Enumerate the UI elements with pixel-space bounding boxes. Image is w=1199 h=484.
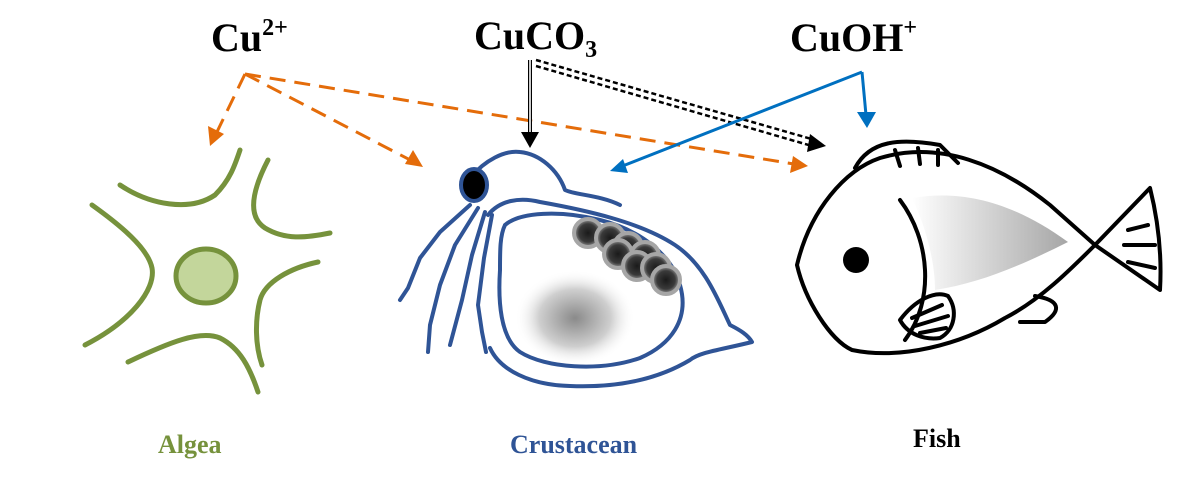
fish-pectoral-fin-ray	[910, 303, 944, 320]
cu-uptake-arrows	[213, 72, 801, 167]
cuco3-subscript: 3	[585, 37, 598, 63]
fish-pelvic-fin	[1018, 294, 1058, 324]
algae-cell-illustration	[82, 147, 333, 395]
cu-to-algae-arrow	[213, 73, 247, 137]
algae-nucleus	[173, 246, 239, 306]
cuco3-arrowhead-crustacean	[521, 132, 539, 148]
cuco3-uptake-arrows	[528, 58, 816, 148]
crustacean-head	[468, 149, 622, 207]
crustacean-antenna-2	[426, 206, 480, 354]
cuoh-base: CuOH	[790, 15, 904, 60]
cuoh-ion-label: CuOH+	[790, 16, 917, 58]
fish-body	[795, 150, 1097, 356]
cu-arrowhead-crustacean	[405, 150, 423, 167]
crustacean-illustration	[398, 149, 754, 389]
cuoh-arrowhead-crustacean	[610, 159, 628, 173]
crustacean-antenna-3	[448, 210, 487, 347]
fish-pectoral-fin-ray	[918, 326, 948, 335]
cuoh-arrowheads	[610, 112, 876, 173]
crustacean-carapace	[486, 197, 754, 389]
crustacean-gut	[515, 270, 635, 366]
fish-pectoral-fin-ray	[913, 314, 950, 328]
fish-tail	[1093, 186, 1163, 292]
crustacean-label: Crustacean	[510, 430, 638, 459]
cuco3-to-fish-arrow	[535, 64, 813, 148]
cuoh-to-crustacean-arrow	[619, 70, 863, 169]
cuco3-arrowheads	[521, 132, 826, 152]
cu-arrowheads	[208, 126, 808, 173]
cu-base: Cu	[211, 15, 263, 60]
algae-arm-left	[82, 202, 155, 348]
cuoh-uptake-arrows	[619, 70, 868, 169]
fish-pectoral-fin	[898, 292, 956, 341]
cuoh-to-fish-arrow	[860, 71, 868, 116]
algae-arm-right-top	[251, 157, 333, 240]
algae-arm-right-bottom	[253, 259, 321, 368]
fish-eye	[843, 247, 869, 273]
fish-tail-ray	[1126, 260, 1157, 270]
cuco3-to-fish-arrow	[535, 58, 816, 142]
fish-label: Fish	[913, 424, 961, 453]
fish-dorsal-fin	[853, 139, 960, 170]
crustacean-egg	[650, 264, 682, 296]
cuco3-arrowhead-fish	[807, 134, 826, 152]
crustacean-eggs	[572, 217, 682, 296]
crustacean-antenna-1	[398, 203, 472, 302]
crustacean-antenna-4	[476, 213, 494, 354]
cu-arrowhead-algae	[208, 126, 224, 146]
cuoh-charge: +	[903, 15, 918, 41]
cu-to-fish-arrow	[244, 72, 801, 167]
algae-arm-bottom	[125, 333, 261, 395]
fish-body-shade	[912, 195, 1068, 290]
cuoh-arrowhead-fish	[857, 112, 876, 128]
crustacean-eye	[459, 167, 489, 203]
fish-tail-ray	[1126, 223, 1150, 232]
cu-arrowhead-fish	[790, 156, 808, 173]
crustacean-inner-shell	[497, 211, 685, 369]
fish-dorsal-fin-ray	[916, 146, 922, 166]
algae-arm-top	[117, 147, 243, 208]
cuco3-base: CuCO	[474, 13, 586, 58]
cu-charge: 2+	[262, 15, 288, 41]
fish-dorsal-fin-ray	[893, 148, 902, 168]
cu-ion-label: Cu2+	[211, 16, 288, 58]
algae-label: Algea	[158, 430, 222, 459]
cuco3-label: CuCO3	[474, 13, 598, 63]
fish-illustration	[795, 139, 1163, 356]
cu-to-crustacean-arrow	[244, 72, 417, 165]
